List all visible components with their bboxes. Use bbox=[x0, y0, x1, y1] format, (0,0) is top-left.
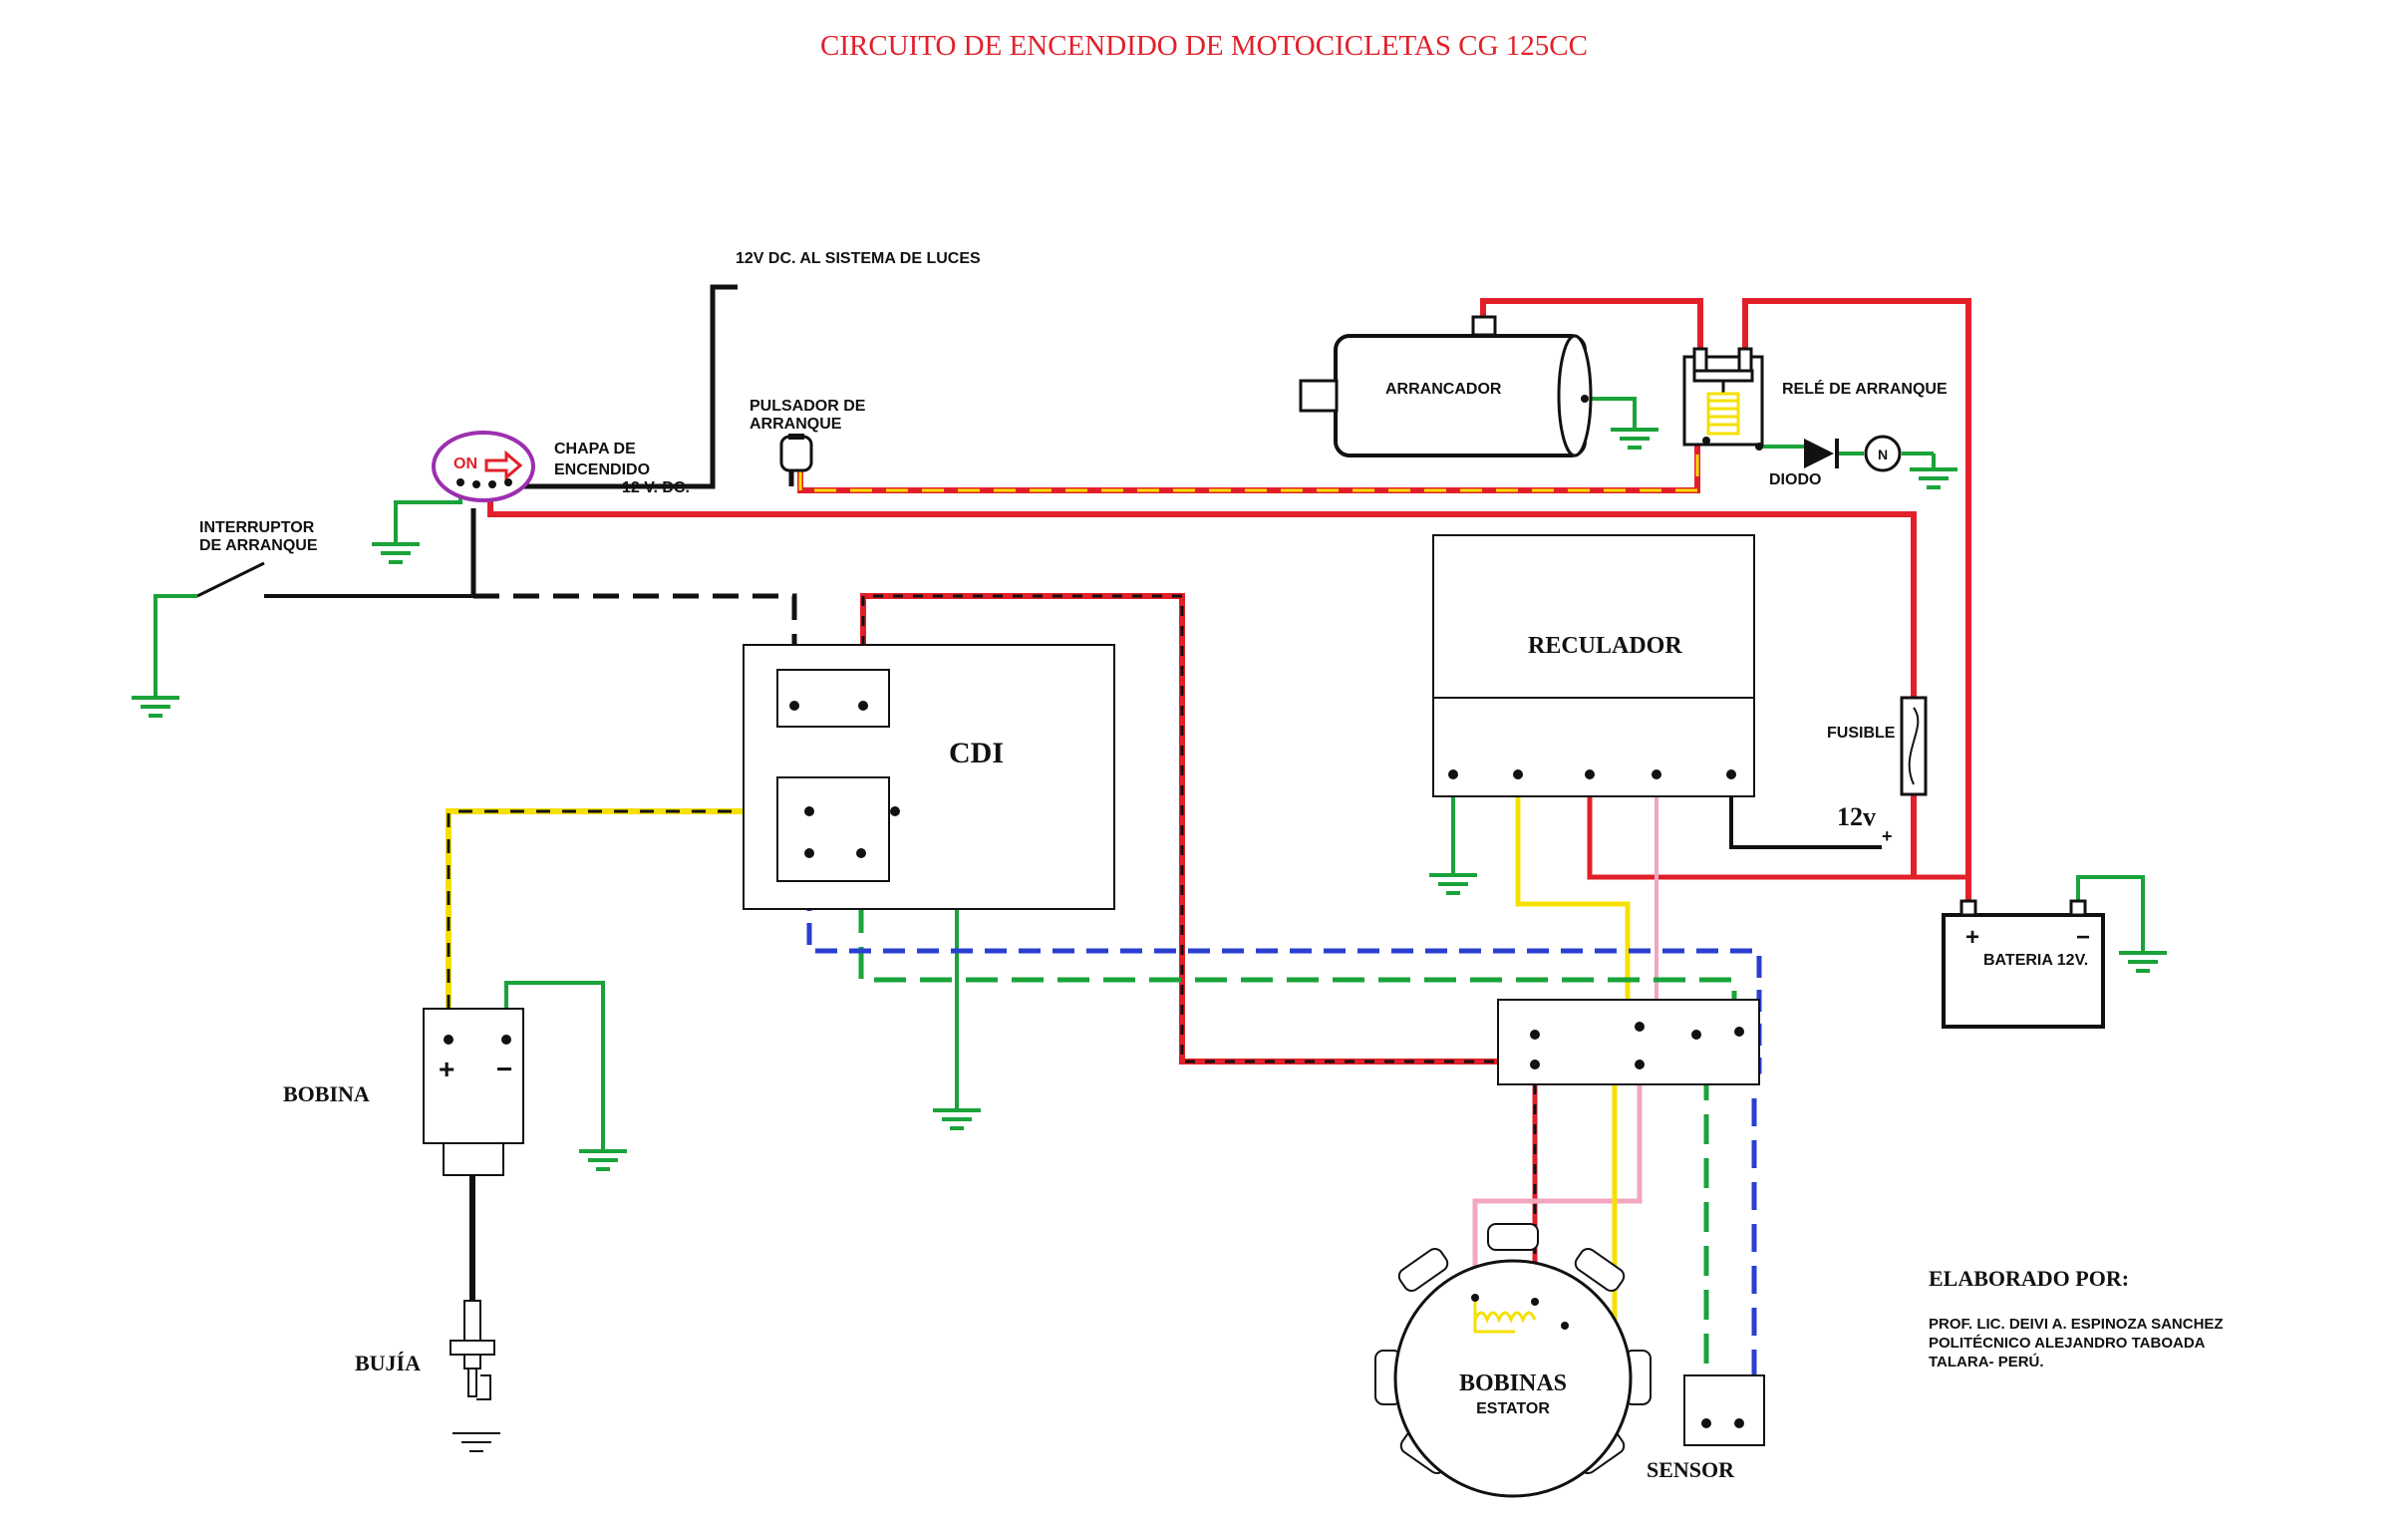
wire-lights bbox=[495, 284, 738, 489]
label-bateria: BATERIA 12V. bbox=[1983, 952, 2088, 969]
label-bobinas-2: ESTATOR bbox=[1476, 1400, 1550, 1417]
label-pulsador-1: PULSADOR DE bbox=[750, 398, 866, 415]
diodo: N bbox=[1804, 435, 1902, 472]
wire-cdi-bobina bbox=[446, 808, 809, 1040]
label-chapa-3: 12 V. DC. bbox=[622, 479, 690, 496]
label-autor-2: POLITÉCNICO ALEJANDRO TABOADA bbox=[1929, 1335, 2206, 1352]
diagram-title: CIRCUITO DE ENCENDIDO DE MOTOCICLETAS CG… bbox=[820, 30, 1588, 62]
label-pulsador-2: ARRANQUE bbox=[750, 416, 842, 433]
ignition-switch: ON bbox=[432, 431, 535, 502]
label-autor-3: TALARA- PERÚ. bbox=[1929, 1353, 2044, 1370]
label-interruptor-1: INTERRUPTOR bbox=[199, 519, 315, 536]
fusible bbox=[1900, 696, 1928, 796]
neutro-label: N bbox=[1878, 447, 1888, 462]
label-chapa-1: CHAPA DE bbox=[554, 441, 636, 457]
label-reg-12v: 12v bbox=[1837, 802, 1876, 831]
interruptor-switch bbox=[196, 561, 265, 598]
label-bobinas-1: BOBINAS bbox=[1459, 1370, 1567, 1396]
label-bat-plus: + bbox=[1965, 924, 1979, 951]
label-arrancador: ARRANCADOR bbox=[1385, 381, 1502, 398]
ignition-on-label: ON bbox=[453, 456, 477, 472]
label-reg-plus: + bbox=[1882, 826, 1893, 846]
label-rele: RELÉ DE ARRANQUE bbox=[1782, 379, 1948, 398]
conector-estator bbox=[1497, 999, 1760, 1085]
wire-battery-rele bbox=[1742, 298, 1971, 907]
label-bat-minus: − bbox=[2076, 924, 2090, 951]
wire-reg-red bbox=[1587, 774, 1968, 880]
label-diodo: DIODO bbox=[1769, 471, 1821, 488]
label-bobina: BOBINA bbox=[283, 1081, 370, 1106]
arrancador-motor bbox=[1299, 315, 1593, 457]
bobina-encendido bbox=[423, 1008, 524, 1301]
label-luces: 12V DC. AL SISTEMA DE LUCES bbox=[736, 250, 981, 267]
cdi-unit bbox=[743, 644, 1115, 910]
pulsador-arranque bbox=[779, 434, 813, 472]
wire-cdi-black bbox=[473, 593, 797, 706]
label-bob-plus: + bbox=[439, 1054, 454, 1084]
label-cdi: CDI bbox=[949, 737, 1004, 769]
rele-arranque bbox=[1682, 347, 1764, 451]
label-regulador: RECULADOR bbox=[1528, 633, 1682, 659]
estator bbox=[1374, 1223, 1652, 1498]
wire-reg-12v bbox=[1729, 774, 1882, 849]
regulador bbox=[1432, 534, 1755, 797]
label-interruptor-2: DE ARRANQUE bbox=[199, 537, 318, 554]
wire-reg-yellow bbox=[1515, 774, 1631, 1022]
label-autor-1: PROF. LIC. DEIVI A. ESPINOZA SANCHEZ bbox=[1929, 1316, 2224, 1333]
label-sensor: SENSOR bbox=[1647, 1457, 1735, 1482]
label-bob-minus: − bbox=[496, 1054, 512, 1084]
bateria bbox=[1942, 899, 2105, 1029]
label-bujia: BUJÍA bbox=[355, 1351, 421, 1375]
wire-rele-arrancador bbox=[1480, 298, 1703, 349]
bujia bbox=[450, 1300, 501, 1452]
label-fusible: FUSIBLE bbox=[1827, 725, 1896, 742]
label-elaborado: ELABORADO POR: bbox=[1929, 1266, 2129, 1291]
label-chapa-2: ENCENDIDO bbox=[554, 461, 650, 478]
sensor bbox=[1683, 1374, 1765, 1446]
